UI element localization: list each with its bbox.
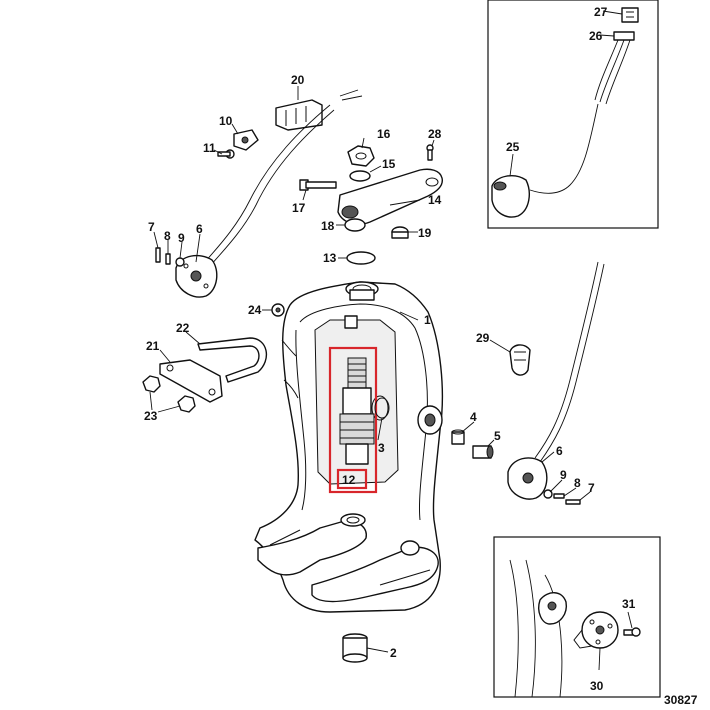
callout-9-left: 9 — [178, 231, 185, 245]
callout-11: 11 — [203, 141, 216, 155]
screw-8-right — [553, 493, 565, 499]
callout-8-left: 8 — [164, 229, 171, 243]
clip-20 — [275, 99, 323, 131]
callout-5: 5 — [494, 429, 501, 443]
o-ring-13 — [346, 251, 376, 265]
screw-7-left — [155, 247, 161, 263]
callout-2: 2 — [390, 646, 397, 660]
callout-28: 28 — [428, 127, 442, 141]
highlight-box — [328, 346, 378, 494]
washer-15 — [349, 170, 371, 182]
bushing-5 — [472, 445, 494, 459]
callout-12: 12 — [342, 473, 356, 487]
callout-21: 21 — [146, 339, 160, 353]
callout-6-left: 6 — [196, 222, 203, 236]
inset-box-bottom-right — [493, 536, 661, 698]
trim-sender-6-right — [507, 457, 548, 500]
callout-6-right: 6 — [556, 444, 563, 458]
screw-8-left — [165, 253, 171, 265]
sensor-25 — [491, 175, 530, 218]
plate-21 — [159, 359, 223, 403]
callout-29: 29 — [476, 331, 490, 345]
fitting-24 — [271, 303, 285, 317]
reference-number: 30827 — [664, 693, 698, 707]
clamp-29 — [509, 344, 531, 376]
callout-3: 3 — [378, 441, 385, 455]
callout-20: 20 — [291, 73, 305, 87]
u-bolt-22 — [197, 337, 268, 383]
callout-17: 17 — [292, 201, 306, 215]
callout-30: 30 — [590, 679, 604, 693]
callout-7-left: 7 — [148, 220, 155, 234]
leader-lines — [149, 10, 633, 671]
nut-23b — [177, 395, 196, 413]
connector-26 — [613, 31, 635, 41]
screw-31 — [623, 627, 641, 637]
callout-8-right: 8 — [574, 476, 581, 490]
disc-30 — [573, 611, 619, 649]
callout-27: 27 — [594, 5, 608, 19]
callout-13: 13 — [323, 251, 337, 265]
callout-16: 16 — [377, 127, 391, 141]
bushing-2 — [342, 633, 368, 663]
callout-26: 26 — [589, 29, 603, 43]
callout-15: 15 — [382, 157, 396, 171]
callout-9-right: 9 — [560, 468, 567, 482]
shaft-assembly-12[interactable] — [339, 357, 375, 465]
callout-25: 25 — [506, 140, 520, 154]
screw-28 — [426, 144, 434, 161]
callout-10: 10 — [219, 114, 233, 128]
plate-inset — [538, 592, 567, 625]
bolt-17 — [299, 179, 337, 191]
cable-top — [204, 104, 331, 263]
bushing-4 — [451, 429, 465, 445]
bracket-10 — [233, 129, 259, 151]
callout-4: 4 — [470, 410, 477, 424]
screw-7-right — [565, 499, 581, 505]
callout-23: 23 — [144, 409, 158, 423]
nut-16 — [347, 145, 375, 167]
bushing-19 — [391, 226, 409, 239]
screw-11 — [217, 149, 235, 159]
callout-24: 24 — [248, 303, 262, 317]
trim-sender-6-left — [175, 254, 218, 298]
highlight-label-box — [336, 468, 368, 490]
callout-19: 19 — [418, 226, 432, 240]
callout-7-right: 7 — [588, 481, 595, 495]
cable-right — [534, 261, 599, 459]
callout-1: 1 — [424, 313, 431, 327]
connector-27 — [621, 7, 639, 23]
callout-31: 31 — [622, 597, 636, 611]
washer-9-left — [175, 257, 185, 267]
callout-18: 18 — [321, 219, 335, 233]
callout-22: 22 — [176, 321, 190, 335]
callout-14: 14 — [428, 193, 442, 207]
nut-23a — [142, 375, 161, 393]
washer-18 — [344, 218, 366, 232]
